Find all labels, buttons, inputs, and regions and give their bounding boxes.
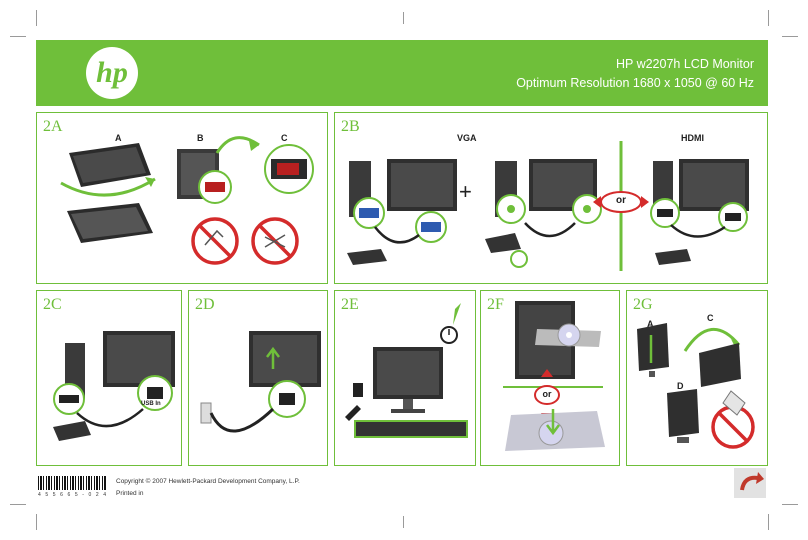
barcode-number: 4 5 5 6 6 5 - 0 2 4: [38, 492, 108, 498]
panel-2g: 2G A B C D: [626, 290, 768, 466]
hp-logo: hp: [86, 47, 138, 99]
panel-label: 2A: [43, 118, 63, 135]
resolution-subtitle: Optimum Resolution 1680 x 1050 @ 60 Hz: [516, 76, 754, 90]
panel-2e: 2E: [334, 290, 476, 466]
page-corner: [734, 468, 766, 498]
product-title: HP w2207h LCD Monitor: [615, 57, 754, 71]
panel-label: 2E: [341, 296, 359, 313]
crop-mark: [10, 36, 26, 37]
usb-in-label: USB In: [141, 401, 161, 407]
step-label-d: D: [677, 381, 684, 391]
panel-2d: 2D: [188, 290, 328, 466]
crop-mark: [10, 504, 26, 505]
crop-mark: [36, 10, 37, 26]
panel-2c-illustration: [53, 331, 175, 441]
panel-label: 2D: [195, 296, 215, 313]
crop-mark: [782, 36, 798, 37]
crop-mark: [768, 10, 769, 26]
barcode: [38, 476, 106, 490]
or-badge: or: [616, 195, 626, 206]
panel-label: 2G: [633, 296, 653, 313]
crop-mark: [403, 12, 404, 24]
printed-in-text: Printed in: [116, 490, 144, 497]
panel-2b: 2B VGA HDMI + or: [334, 112, 768, 284]
vga-heading: VGA: [457, 133, 477, 143]
panel-2a: 2A A B C: [36, 112, 328, 284]
panel-label: 2C: [43, 296, 62, 313]
step-label-b: B: [197, 133, 204, 143]
panel-2f-illustration: [503, 301, 605, 451]
crop-mark: [782, 504, 798, 505]
step-label-c: C: [281, 133, 288, 143]
step-label-a: A: [647, 319, 654, 329]
panel-2c: 2C USB In: [36, 290, 182, 466]
crop-mark: [403, 516, 404, 528]
or-badge: or: [542, 389, 552, 399]
panel-2f: 2F or: [480, 290, 620, 466]
panel-2b-illustration: [347, 141, 749, 271]
panel-label: 2B: [341, 118, 360, 135]
plus-sign: +: [459, 179, 472, 204]
crop-mark: [36, 514, 37, 530]
panel-2d-illustration: [200, 331, 321, 433]
hp-logo-text: hp: [96, 56, 128, 89]
header-banner: hp HP w2207h LCD Monitor Optimum Resolut…: [36, 40, 768, 106]
panel-2e-illustration: [345, 303, 468, 438]
step-label-c: C: [707, 313, 714, 323]
panel-label: 2F: [487, 296, 504, 313]
turn-page-icon: [740, 472, 764, 491]
step-label-a: A: [115, 133, 122, 143]
panel-2g-illustration: [637, 323, 755, 449]
hdmi-heading: HDMI: [681, 133, 704, 143]
panel-2a-illustration: [60, 136, 314, 265]
copyright-text: Copyright © 2007 Hewlett-Packard Develop…: [116, 478, 300, 485]
crop-mark: [768, 514, 769, 530]
